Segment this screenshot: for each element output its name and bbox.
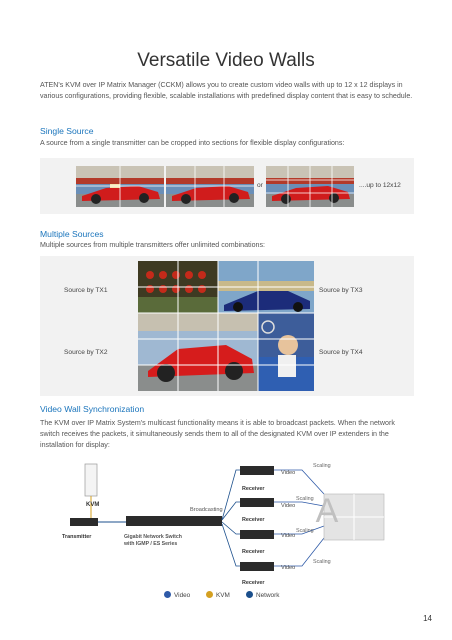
source-label-tx2: Source by TX2 [64, 349, 108, 356]
video-legend-dot-icon [164, 591, 171, 598]
video-label-3: Video [281, 533, 296, 539]
single-source-image-1 [76, 166, 164, 207]
video-label-2: Video [281, 503, 296, 509]
display-wall-letter: A [315, 492, 339, 530]
single-source-image-3 [266, 166, 354, 207]
scaling-label-1: Scaling [313, 463, 331, 469]
multiple-sources-description: Multiple sources from multiple transmitt… [40, 241, 265, 249]
broadcasting-label: Broadcasting [190, 507, 223, 513]
receiver-label-1: Receiver [242, 486, 265, 492]
or-label: or [257, 182, 263, 189]
video-label-4: Video [281, 565, 296, 571]
source-label-tx1: Source by TX1 [64, 287, 108, 294]
receiver-label-3: Receiver [242, 549, 265, 555]
kvm-legend-dot-icon [206, 591, 213, 598]
receiver-device-icon [240, 530, 274, 539]
kvm-label: KVM [86, 502, 100, 508]
intro-paragraph: ATEN's KVM over IP Matrix Manager (CCKM)… [40, 81, 413, 101]
network-legend-dot-icon [246, 591, 253, 598]
legend-video: Video [164, 591, 190, 599]
switch-label-line1: Gigabit Network Switch [124, 534, 182, 540]
page-number: 14 [423, 614, 432, 623]
receiver-label-4: Receiver [242, 580, 265, 586]
video-label-1: Video [281, 470, 296, 476]
legend-network: Network [246, 591, 279, 599]
computer-tower-icon [84, 463, 98, 497]
sync-diagram [40, 460, 410, 586]
multiple-sources-heading: Multiple Sources [40, 229, 104, 239]
network-switch-icon [126, 516, 222, 526]
scaling-label-3: Scaling [296, 528, 314, 534]
page-title: Versatile Video Walls [137, 50, 315, 71]
video-wall-grid [138, 261, 314, 391]
receiver-label-2: Receiver [242, 517, 265, 523]
legend-kvm: KVM [206, 591, 230, 599]
transmitter-device-icon [70, 518, 98, 526]
receiver-device-icon [240, 498, 274, 507]
sync-description: The KVM over IP Matrix System's multicas… [40, 419, 395, 450]
source-label-tx3: Source by TX3 [319, 287, 363, 294]
single-source-image-2 [166, 166, 254, 207]
single-source-description: A source from a single transmitter can b… [40, 139, 345, 147]
source-label-tx4: Source by TX4 [319, 349, 363, 356]
sync-heading: Video Wall Synchronization [40, 404, 145, 414]
up-to-label: ....up to 12x12 [359, 182, 401, 189]
receiver-device-icon [240, 466, 274, 475]
receiver-device-icon [240, 562, 274, 571]
scaling-label-4: Scaling [313, 559, 331, 565]
transmitter-label: Transmitter [62, 534, 92, 540]
scaling-label-2: Scaling [296, 496, 314, 502]
single-source-heading: Single Source [40, 126, 94, 136]
switch-label-line2: with IGMP / ES Series [124, 541, 178, 547]
